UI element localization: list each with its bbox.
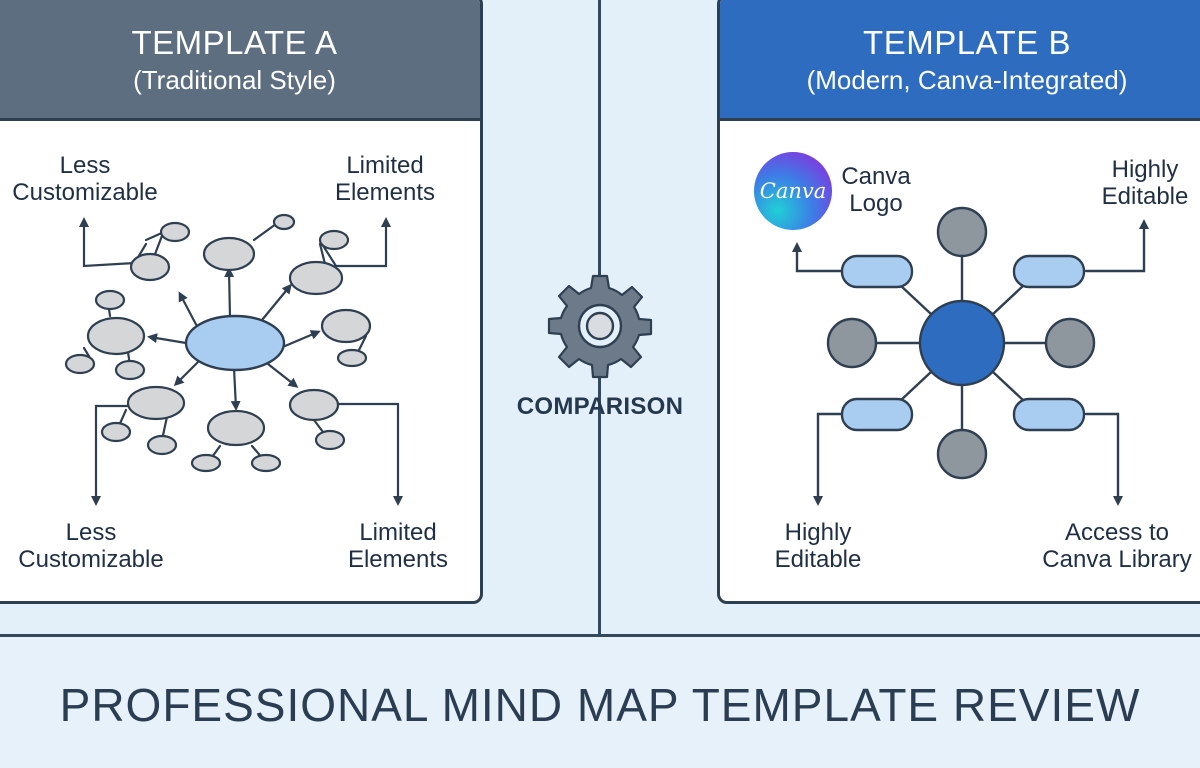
- connector-top-right: [320, 217, 391, 268]
- connector-top-left: [79, 217, 167, 268]
- mind-node: [86, 316, 146, 356]
- footer-bar: [0, 637, 1200, 768]
- template-a-header: TEMPLATE A (Traditional Style): [0, 0, 480, 121]
- template-b-subtitle: (Modern, Canva-Integrated): [806, 65, 1128, 95]
- spoke-node: [936, 206, 988, 258]
- mind-node: [126, 385, 186, 421]
- mind-node: [314, 429, 346, 451]
- mind-node: [336, 348, 368, 368]
- connector-bottom-left: [91, 404, 130, 506]
- pill-node: [840, 397, 914, 432]
- mind-node: [318, 229, 350, 251]
- footer-title: PROFESSIONAL MIND MAP TEMPLATE REVIEW: [59, 679, 1141, 731]
- mind-node: [320, 308, 372, 344]
- pill-node: [1012, 254, 1086, 289]
- spoke-node: [936, 428, 988, 480]
- gear-icon: [547, 274, 653, 379]
- central-node: [184, 314, 286, 372]
- central-node: [918, 299, 1006, 387]
- mind-node: [288, 260, 344, 296]
- horizontal-divider: [0, 634, 1200, 637]
- template-b-header: TEMPLATE B (Modern, Canva-Integrated): [720, 0, 1200, 121]
- mind-node: [114, 359, 146, 381]
- template-a-subtitle: (Traditional Style): [133, 65, 336, 95]
- mind-node: [64, 353, 96, 375]
- template-b-title: TEMPLATE B: [863, 24, 1071, 61]
- pill-node: [1012, 397, 1086, 432]
- connector-bottom-right: [310, 402, 403, 506]
- mind-node: [190, 453, 222, 473]
- mind-node: [202, 236, 256, 272]
- comparison-center: COMPARISON: [500, 270, 700, 430]
- mind-node: [206, 409, 266, 447]
- mind-node: [272, 213, 296, 231]
- mind-node: [146, 434, 178, 456]
- connector-logo: [792, 242, 844, 273]
- template-a-panel: TEMPLATE A (Traditional Style): [0, 0, 483, 604]
- spoke-node: [1044, 317, 1096, 369]
- mind-node: [129, 252, 171, 282]
- mind-node: [250, 453, 282, 473]
- pill-node: [840, 254, 914, 289]
- mind-node: [100, 421, 132, 443]
- connector-bottom-left: [813, 412, 844, 506]
- comparison-label: COMPARISON: [516, 393, 684, 420]
- connector-top-right: [1084, 219, 1149, 273]
- canva-logo: Canva: [754, 152, 832, 230]
- connector-bottom-right: [1084, 412, 1123, 506]
- mind-node: [288, 388, 340, 422]
- spoke-node: [826, 317, 878, 369]
- mind-node: [159, 221, 191, 243]
- mind-node: [94, 289, 126, 311]
- template-a-title: TEMPLATE A: [131, 24, 338, 61]
